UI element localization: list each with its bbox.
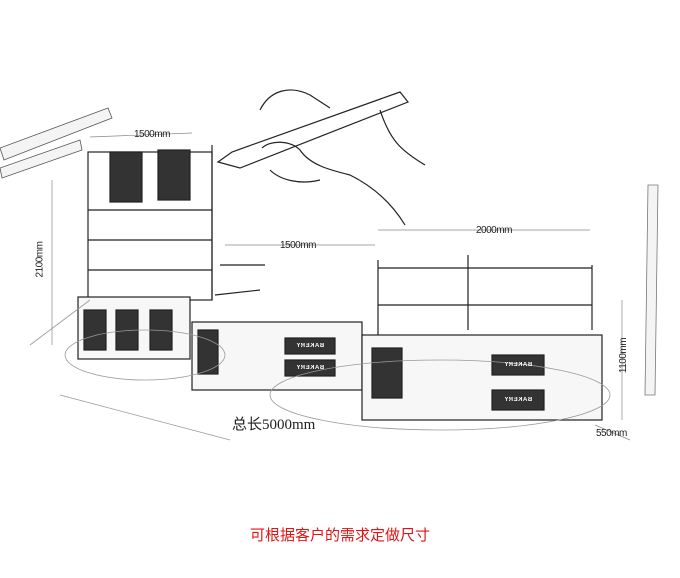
- drawer-label-middle-bottom: BAKERY: [295, 365, 325, 371]
- ruler-right: [644, 184, 659, 396]
- ruler-left: [0, 107, 113, 179]
- drawer-label-right-bottom: BAKERY: [503, 397, 533, 403]
- middle-counter: [191, 264, 363, 391]
- caption: 可根据客户的需求定做尺寸: [249, 526, 430, 544]
- hand-with-pencil: [216, 89, 426, 226]
- right-counter: [361, 255, 603, 421]
- dim-tall-height: 2100mm: [34, 241, 46, 278]
- dim-tall-width: 1500mm: [134, 129, 170, 140]
- floor-guides: [29, 299, 611, 441]
- drawer-label-right-top: BAKERY: [503, 362, 533, 368]
- dim-middle-width: 1500mm: [280, 240, 316, 251]
- dim-depth: 550mm: [596, 428, 627, 439]
- dimension-lines: [51, 132, 631, 441]
- drawer-label-middle-top: BAKERY: [295, 343, 325, 349]
- dim-counter-height: 1100mm: [618, 337, 630, 374]
- tall-shelf-cabinet: [77, 145, 213, 360]
- dim-right-width: 2000mm: [476, 225, 512, 236]
- dim-total-length: 总长5000mm: [232, 417, 316, 433]
